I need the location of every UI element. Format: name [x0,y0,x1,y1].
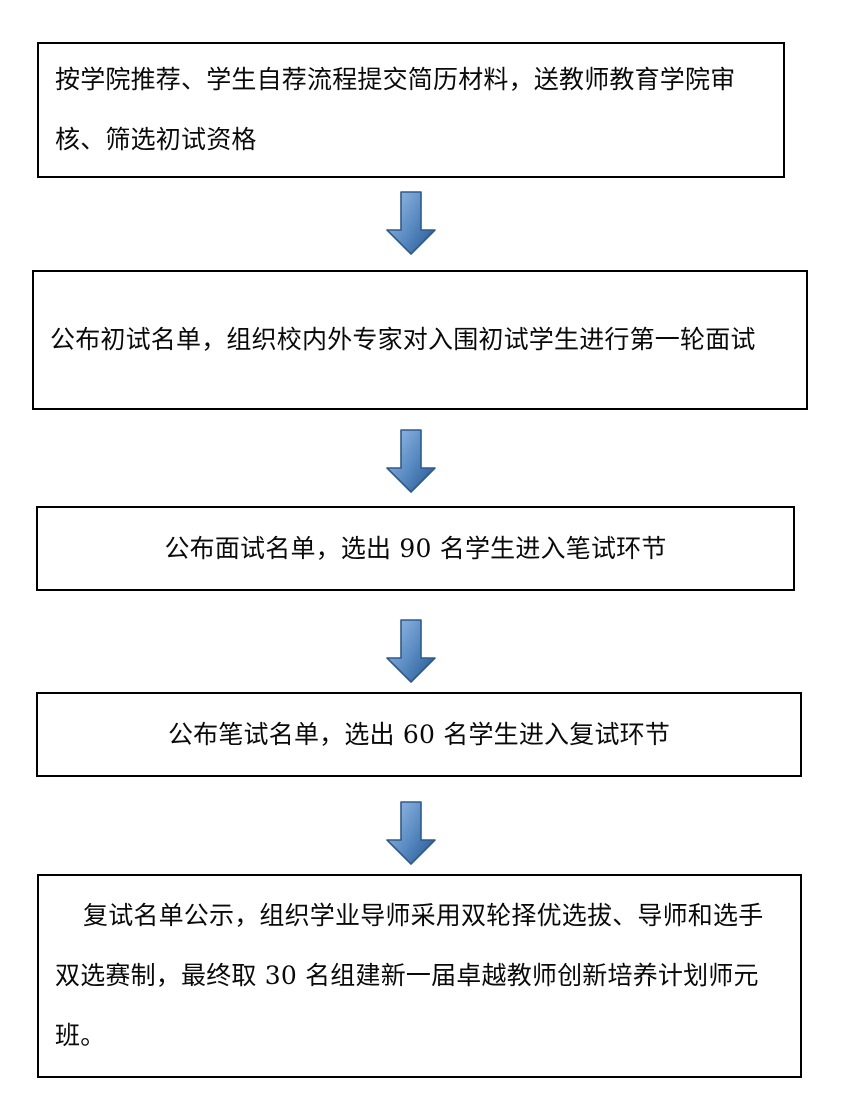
down-arrow-icon-1 [384,190,438,256]
flow-node-step-4: 公布笔试名单，选出 60 名学生进入复试环节 [36,692,802,777]
flow-node-step-5-text: 复试名单公示，组织学业导师采用双轮择优选拔、导师和选手双选赛制，最终取 30 名… [55,901,764,1050]
flow-node-step-4-text: 公布笔试名单，选出 60 名学生进入复试环节 [167,719,671,749]
flow-node-step-1: 按学院推荐、学生自荐流程提交简历材料，送教师教育学院审核、筛选初试资格 [37,42,785,178]
down-arrow-icon-4 [384,800,438,866]
flow-node-step-2: 公布初试名单，组织校内外专家对入围初试学生进行第一轮面试 [32,270,808,410]
flow-node-step-3-text: 公布面试名单，选出 90 名学生进入笔试环节 [164,533,667,563]
flow-node-step-3: 公布面试名单，选出 90 名学生进入笔试环节 [36,506,795,591]
flow-node-step-5: 复试名单公示，组织学业导师采用双轮择优选拔、导师和选手双选赛制，最终取 30 名… [37,874,802,1078]
down-arrow-icon-2 [384,428,438,494]
down-arrow-icon-3 [384,618,438,684]
flow-node-step-1-text: 按学院推荐、学生自荐流程提交简历材料，送教师教育学院审核、筛选初试资格 [55,65,736,154]
flow-node-step-2-text: 公布初试名单，组织校内外专家对入围初试学生进行第一轮面试 [50,325,756,354]
